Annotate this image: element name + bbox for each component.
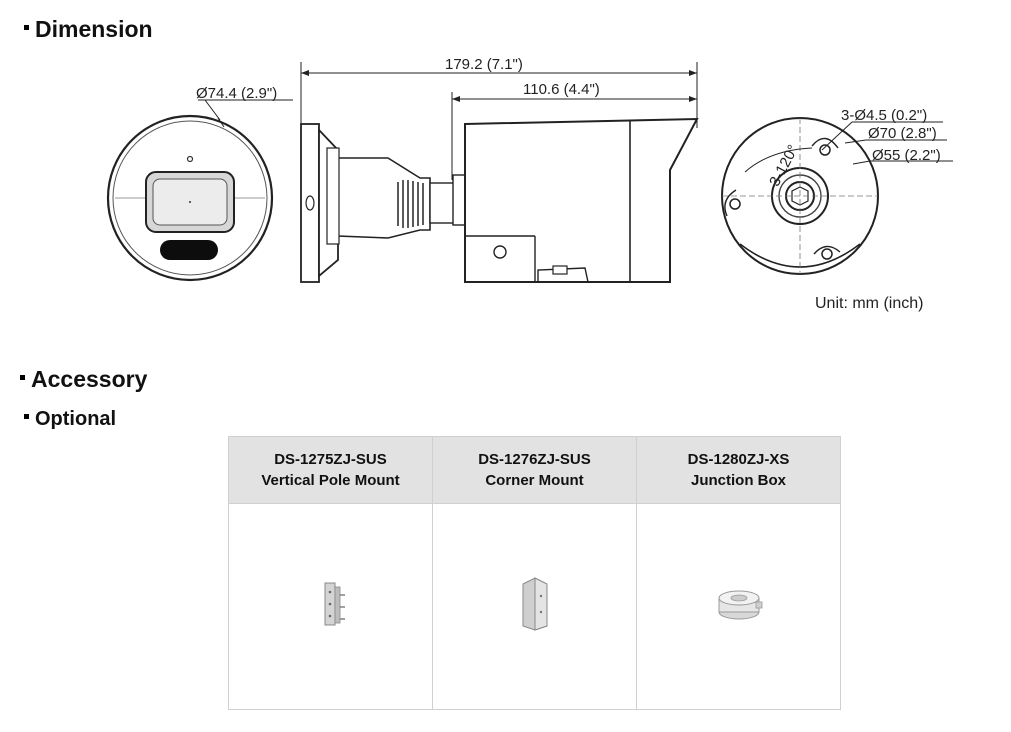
dimension-heading-text: Dimension — [35, 16, 153, 42]
accessory-header-cell: DS-1275ZJ-SUS Vertical Pole Mount — [228, 436, 433, 504]
front-diameter-label: Ø74.4 (2.9") — [196, 85, 277, 102]
base-inner-label: Ø55 (2.2") — [872, 147, 941, 164]
optional-heading: Optional — [24, 408, 116, 431]
accessory-image-cell — [432, 503, 637, 710]
accessory-heading: Accessory — [20, 366, 147, 393]
dimension-heading: Dimension — [24, 16, 153, 43]
pole-mount-icon — [324, 582, 345, 626]
accessory-header-cell: DS-1276ZJ-SUS Corner Mount — [432, 436, 637, 504]
base-view: 3-120° 3-Ø4.5 (0.2") Ø70 (2.8") Ø55 (2.2… — [721, 107, 953, 275]
unit-note: Unit: mm (inch) — [815, 295, 924, 312]
accessory-model: DS-1275ZJ-SUS — [274, 451, 387, 468]
accessory-header-row: DS-1275ZJ-SUS Vertical Pole Mount DS-127… — [228, 436, 841, 504]
accessory-image-row — [228, 503, 841, 710]
accessory-model: DS-1280ZJ-XS — [687, 451, 790, 468]
accessory-table: DS-1275ZJ-SUS Vertical Pole Mount DS-127… — [228, 436, 841, 710]
bullet-icon — [20, 375, 25, 381]
accessory-name: Vertical Pole Mount — [261, 472, 400, 489]
optional-heading-text: Optional — [35, 408, 117, 430]
front-view: Ø74.4 (2.9") — [106, 85, 293, 282]
accessory-name: Corner Mount — [485, 472, 584, 489]
junction-box-icon — [718, 590, 762, 620]
body-length-label: 110.6 (4.4") — [523, 81, 600, 98]
accessory-model: DS-1276ZJ-SUS — [478, 451, 591, 468]
corner-mount-icon — [522, 577, 547, 631]
overall-length-label: 179.2 (7.1") — [445, 56, 523, 73]
side-view: 179.2 (7.1") 110.6 (4.4") — [300, 56, 699, 283]
bullet-icon — [24, 414, 29, 420]
base-outer-label: Ø70 (2.8") — [868, 125, 937, 142]
accessory-heading-text: Accessory — [31, 366, 148, 392]
hole-spec-label: 3-Ø4.5 (0.2") — [841, 107, 927, 124]
accessory-image-cell — [228, 503, 433, 710]
accessory-header-cell: DS-1280ZJ-XS Junction Box — [636, 436, 841, 504]
accessory-name: Junction Box — [690, 472, 786, 489]
bullet-icon — [24, 25, 29, 31]
accessory-image-cell — [636, 503, 841, 710]
dimension-drawing: Ø74.4 (2.9") 179.2 (7.1") 110.6 (4.4") — [106, 56, 953, 283]
